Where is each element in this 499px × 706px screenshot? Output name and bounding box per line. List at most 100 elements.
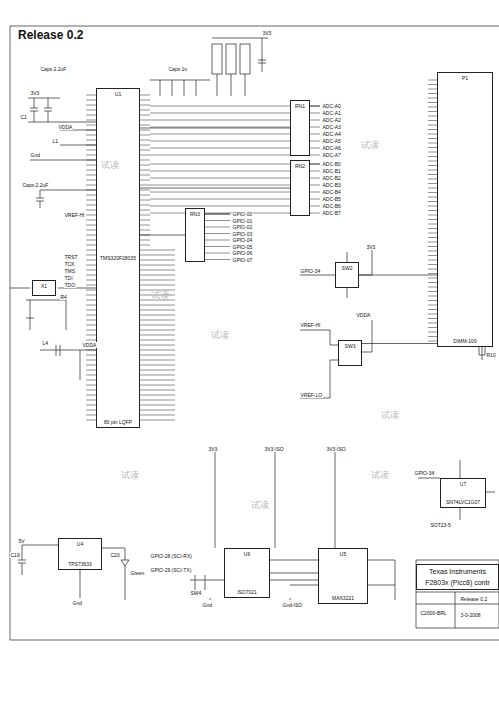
pin-stub <box>428 165 437 166</box>
pin-stub <box>150 305 175 306</box>
part-value: ISO7021 <box>237 589 257 595</box>
pin-stub <box>140 230 150 231</box>
pin-stub <box>86 300 96 301</box>
net-label: ADC-A6 <box>322 145 341 151</box>
pin-stub <box>86 140 96 141</box>
net-label: GPIO-05 <box>232 244 253 250</box>
pin-stub <box>205 253 230 254</box>
pin-stub <box>86 160 96 161</box>
net-label: ADC-B1 <box>322 168 341 174</box>
pin-stub <box>86 295 96 296</box>
part-name: P1 <box>462 75 468 81</box>
pin-stub <box>150 185 290 186</box>
pin-stub <box>428 273 437 274</box>
pin-stub <box>205 246 230 247</box>
pin-stub <box>140 390 150 391</box>
pin-stub <box>428 174 437 175</box>
resistor-network: RN1 <box>290 100 310 156</box>
net-label: ADC-B5 <box>322 196 341 202</box>
net-label: ADC-A7 <box>322 152 341 158</box>
pin-stub <box>428 251 437 252</box>
pin-stub <box>428 84 437 85</box>
pin-stub <box>86 325 96 326</box>
pin-stub <box>86 395 96 396</box>
part-name: U7 <box>460 481 466 487</box>
pin-stub <box>428 197 437 198</box>
watermark: 试读 <box>250 500 269 510</box>
part-name: RN2 <box>295 163 305 169</box>
capacitor-wire <box>150 80 210 96</box>
pin-stub <box>150 420 175 421</box>
pin-stub <box>428 233 437 234</box>
pin-stub <box>150 280 175 281</box>
pin-stub <box>86 155 96 156</box>
pin-stub <box>428 125 437 126</box>
pin-stub <box>86 145 96 146</box>
net-label: GPIO-04 <box>232 237 253 243</box>
pin-stub <box>428 269 437 270</box>
net-label: 3V3 <box>30 90 40 96</box>
pin-stub <box>86 280 96 281</box>
pin-stub <box>86 125 96 126</box>
pin-stub <box>150 178 290 179</box>
part-name: U5 <box>340 551 346 557</box>
pin-stub <box>310 164 320 165</box>
pin-stub <box>150 365 175 366</box>
pin-stub <box>150 345 175 346</box>
net-label: ADC-A5 <box>322 138 341 144</box>
pin-stub <box>140 125 150 126</box>
pin-stub <box>140 195 150 196</box>
pin-stub <box>86 170 96 171</box>
pin-stub <box>140 370 150 371</box>
pin-stub <box>86 220 96 221</box>
pin-stub <box>428 336 437 337</box>
pin-stub <box>150 113 290 114</box>
net-label: GPIO-07 <box>232 257 253 263</box>
part-name: U6 <box>244 551 250 557</box>
connector-box: P1DIMM-100 <box>437 72 493 347</box>
pin-stub <box>150 134 290 135</box>
pin-stub <box>428 228 437 229</box>
pin-stub <box>86 190 96 191</box>
net-label: GPIO-29 (SCI-TX) <box>150 567 192 573</box>
pin-stub <box>86 270 96 271</box>
pin-stub <box>428 255 437 256</box>
part-name: X1 <box>41 283 47 289</box>
led-wire <box>212 38 268 96</box>
wire <box>270 573 318 574</box>
net-label: Release 0.2 <box>460 596 488 602</box>
watermark: 试读 <box>100 160 119 170</box>
pin-stub <box>140 210 150 211</box>
net-label: VREF-LO <box>300 392 323 398</box>
pin-stub <box>205 259 230 260</box>
part-name: RN3 <box>190 211 200 217</box>
net-label: VREF-HI <box>64 212 85 218</box>
net-label: ADC-A3 <box>322 124 341 130</box>
pin-stub <box>140 375 150 376</box>
pin-stub <box>140 300 150 301</box>
pin-stub <box>428 219 437 220</box>
pin-stub <box>86 215 96 216</box>
pin-stub <box>86 260 96 261</box>
pin-stub <box>428 134 437 135</box>
pin-stub <box>150 355 175 356</box>
pin-stub <box>150 310 175 311</box>
net-label: C19 <box>10 552 20 558</box>
part-value: DIMM-100 <box>453 338 476 344</box>
pin-stub <box>140 265 150 266</box>
pin-stub <box>140 355 150 356</box>
pin-stub <box>428 287 437 288</box>
pin-stub <box>86 250 96 251</box>
pin-stub <box>140 105 150 106</box>
pin-stub <box>86 95 96 96</box>
pin-stub <box>428 327 437 328</box>
pin-stub <box>86 165 96 166</box>
pin-stub <box>140 175 150 176</box>
pin-stub <box>140 110 150 111</box>
wire <box>362 343 437 344</box>
net-label: VDDA <box>82 342 97 348</box>
pin-stub <box>428 260 437 261</box>
pin-stub <box>428 224 437 225</box>
part-value: MAX3221 <box>332 595 354 601</box>
pin-stub <box>86 355 96 356</box>
